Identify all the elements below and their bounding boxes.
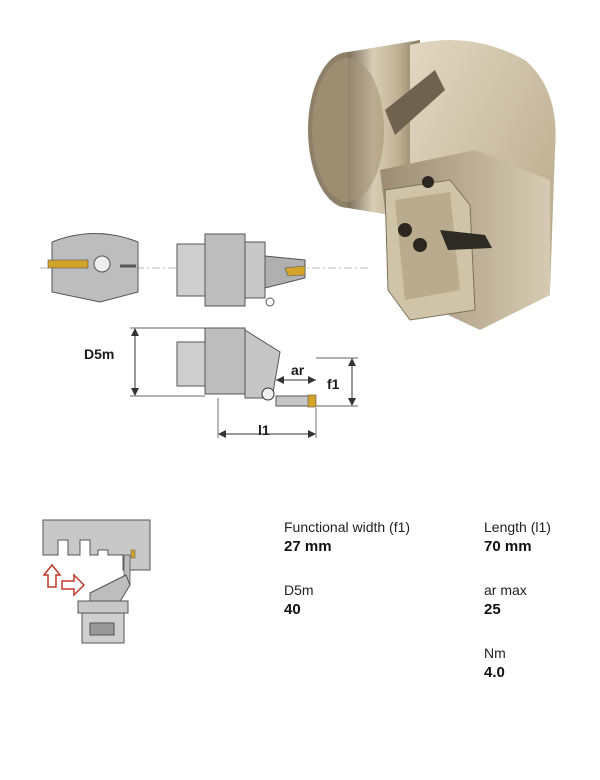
- spec-value-length: 70 mm: [484, 538, 532, 555]
- drawing-top-view: [130, 327, 358, 438]
- spec-label-functional-width: Functional width (f1): [284, 519, 411, 535]
- dim-label-d5m: D5m: [84, 346, 115, 362]
- dim-label-l1: l1: [258, 422, 270, 438]
- spec-label-ar-max: ar max: [484, 582, 527, 598]
- mounting-diagram: [42, 519, 151, 644]
- drawing-front-view: [47, 233, 139, 303]
- spec-value-ar-max: 25: [484, 601, 501, 618]
- spec-label-length: Length (l1): [484, 519, 551, 535]
- dim-label-f1: f1: [327, 376, 340, 392]
- spec-value-d5m: 40: [284, 601, 301, 618]
- drawing-side-view: [176, 233, 306, 307]
- spec-value-nm: 4.0: [484, 664, 505, 681]
- tool-photo: [308, 40, 556, 330]
- push-arrow-icon: [42, 563, 86, 597]
- spec-label-d5m: D5m: [284, 582, 314, 598]
- spec-value-functional-width: 27 mm: [284, 538, 332, 555]
- dim-label-ar: ar: [291, 362, 305, 378]
- technical-drawing: [40, 233, 370, 438]
- spec-label-nm: Nm: [484, 645, 506, 661]
